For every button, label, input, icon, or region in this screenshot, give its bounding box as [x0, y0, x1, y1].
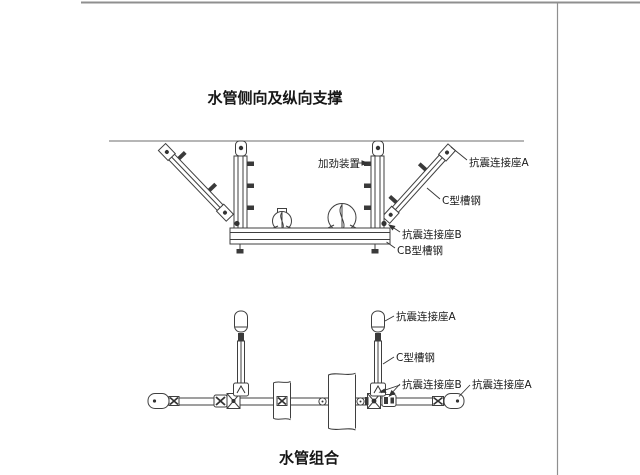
bolt-x-icon: [433, 396, 443, 406]
arrowhead-icon: [378, 388, 387, 393]
brace-web-line: [171, 156, 221, 208]
a-mark: [373, 384, 383, 394]
right-hanger: [364, 140, 385, 229]
brace-web-line: [395, 157, 443, 210]
junction-bolt-icon: [234, 220, 240, 227]
cb-channel-leader: [386, 241, 396, 249]
connector-a-leader: [450, 146, 468, 161]
c-channel-leader: [382, 356, 395, 365]
pipe-break-line: [328, 372, 356, 376]
bolt-icon: [375, 333, 381, 342]
connector-a-top-leader: [384, 315, 395, 322]
label-c-channel: C型槽钢: [442, 194, 481, 207]
bolt-dot-icon: [222, 210, 227, 215]
pipe-mask: [328, 374, 356, 429]
label-connector-a-top: 抗震连接座A: [396, 310, 456, 323]
end-clevis: [147, 393, 170, 409]
label-cb-channel: CB型槽钢: [397, 244, 443, 257]
bolt-icon: [388, 194, 398, 204]
lower-labels: 抗震连接座A C型槽钢 抗震连接座B 抗震连接座A: [396, 310, 532, 391]
sheet-border: [81, 1, 640, 475]
ring-fittings: [318, 397, 365, 406]
bolt-icon: [390, 397, 394, 404]
left-riser: [233, 310, 249, 397]
label-stiffener: 加劲装置: [318, 157, 360, 170]
side-bolt-icon: [364, 205, 371, 210]
left-end-connector: [147, 393, 180, 409]
small-pipe-section: [271, 208, 293, 231]
right-end-connector: [432, 393, 465, 409]
label-connector-a-right: 抗震连接座A: [472, 378, 532, 391]
arrowhead-icon: [361, 160, 369, 166]
pipe-break-line: [328, 427, 356, 431]
right-riser: [370, 310, 386, 397]
bolt-head-icon: [371, 249, 379, 254]
small-crossing-pipe: [273, 380, 291, 421]
bolt-icon: [384, 397, 388, 404]
left-hanger: [233, 140, 254, 229]
riser-top-clevis: [234, 310, 248, 333]
bolt-icon: [207, 182, 218, 192]
riser-top-clevis: [371, 310, 385, 333]
label-c-channel: C型槽钢: [396, 351, 435, 364]
side-bolt-icon: [247, 183, 254, 188]
bolt-head-icon: [236, 249, 244, 254]
bolt-icon: [417, 162, 428, 172]
large-crossing-pipe: [328, 372, 356, 431]
label-connector-b: 抗震连接座B: [402, 228, 462, 241]
bolt-x-icon: [277, 396, 287, 406]
bolt-dot-icon: [164, 150, 169, 155]
large-pipe-section: [326, 203, 358, 232]
junction-bolt-icon: [381, 220, 387, 227]
upper-leaders: [357, 146, 468, 249]
upper-labels: 加劲装置 抗震连接座A C型槽钢 抗震连接座B CB型槽钢: [318, 156, 529, 257]
bolt-dot-icon: [445, 150, 450, 155]
bolt-x-icon: [215, 396, 226, 406]
bottom-title: 水管组合: [279, 449, 340, 467]
bolt-icon: [177, 150, 187, 161]
end-clevis: [443, 393, 465, 409]
pin-dot-icon: [152, 399, 157, 403]
c-channel-leader: [426, 187, 441, 200]
label-connector-a: 抗震连接座A: [469, 156, 529, 169]
upper-diagram: 加劲装置 抗震连接座A C型槽钢 抗震连接座B CB型槽钢: [109, 140, 529, 257]
arrowhead-icon: [388, 224, 396, 231]
pipe-run: [160, 397, 452, 406]
pin-dot-icon: [371, 398, 377, 404]
bolt-dot-icon: [388, 212, 393, 217]
side-bolt-icon: [364, 161, 371, 166]
right-diagonal-brace: [381, 143, 457, 225]
bolt-dot-icon: [375, 145, 381, 151]
bolt-icon: [365, 397, 369, 405]
pin-dot-icon: [359, 400, 362, 403]
side-bolt-icon: [247, 205, 254, 210]
bolt-x-icon: [169, 396, 179, 406]
top-title: 水管侧向及纵向支撑: [207, 89, 342, 107]
connector-a-right-leader: [458, 384, 471, 397]
lower-diagram: 抗震连接座A C型槽钢 抗震连接座B 抗震连接座A: [147, 310, 532, 431]
lower-leaders: [378, 315, 471, 397]
hanger-body: [370, 155, 385, 229]
beam-body: [229, 227, 391, 245]
hanger-body: [233, 155, 248, 229]
pipe-break-line: [273, 380, 291, 384]
side-bolt-icon: [364, 183, 371, 188]
left-diagonal-brace: [157, 142, 235, 222]
label-connector-b: 抗震连接座B: [402, 378, 462, 391]
a-mark: [236, 384, 246, 394]
bolt-icon: [238, 333, 244, 342]
side-bolt-icon: [247, 161, 254, 166]
pipe-break-line: [273, 417, 291, 421]
riser-bottom-connector: [233, 382, 249, 397]
pin-dot-icon: [231, 399, 236, 403]
pin-dot-icon: [321, 400, 324, 403]
cb-beam: [229, 220, 391, 254]
bolt-dot-icon: [238, 145, 244, 151]
arrowhead-icon: [388, 390, 396, 397]
pin-dot-icon: [455, 399, 460, 403]
